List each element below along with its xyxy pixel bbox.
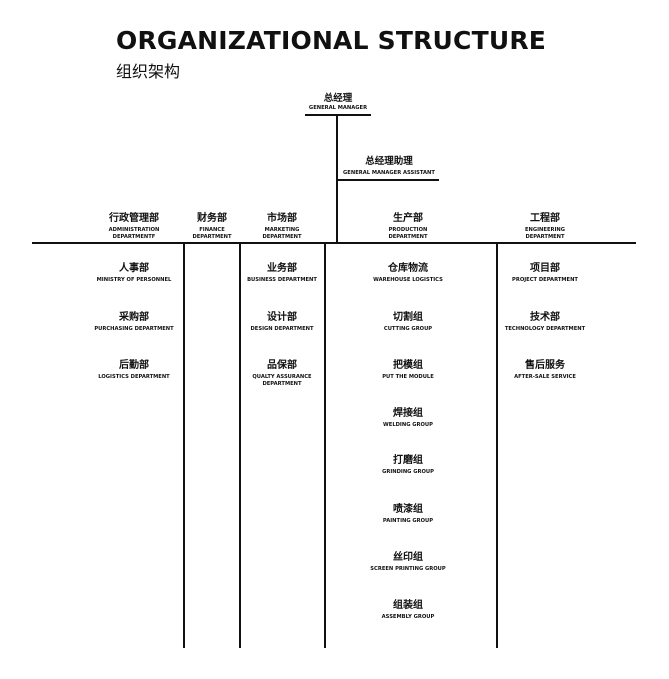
unit-cn: 喷漆组 xyxy=(392,504,423,515)
unit-purchasing: 采购部 PURCHASING DEPARTMENT xyxy=(94,312,173,333)
unit-cn: 打磨组 xyxy=(393,455,423,466)
unit-module: 把模组 PUT THE MODULE xyxy=(382,360,434,381)
general-manager-cn: 总经理 xyxy=(323,93,353,104)
general-manager: 总经理 GENERAL MANAGER xyxy=(309,93,367,112)
unit-logistics: 后勤部 LOGISTICS DEPARTMENT xyxy=(98,360,169,381)
unit-cn: 人事部 xyxy=(118,263,149,274)
unit-cn: 采购部 xyxy=(118,312,149,323)
unit-en: AFTER-SALE SERVICE xyxy=(514,374,576,380)
unit-en: LOGISTICS DEPARTMENT xyxy=(98,374,170,380)
unit-cn: 把模组 xyxy=(393,360,423,371)
unit-en: CUTTING GROUP xyxy=(383,326,433,332)
dept-cn: 生产部 xyxy=(392,213,423,224)
page-subtitle: 组织架构 xyxy=(116,62,181,81)
unit-en: BUSINESS DEPARTMENT xyxy=(247,277,317,283)
unit-cn: 仓库物流 xyxy=(388,263,428,274)
assistant-underline xyxy=(337,179,439,181)
department-bar xyxy=(32,242,636,244)
unit-cutting: 切割组 CUTTING GROUP xyxy=(384,312,432,333)
unit-assembly: 组装组 ASSEMBLY GROUP xyxy=(382,600,435,621)
unit-en: TECHNOLOGY DEPARTMENT xyxy=(504,326,586,332)
unit-cn: 设计部 xyxy=(267,312,297,323)
unit-cn: 售后服务 xyxy=(524,360,565,371)
unit-painting: 喷漆组 PAINTING GROUP xyxy=(383,504,433,525)
gm-underline xyxy=(305,114,371,116)
unit-warehouse: 仓库物流 WAREHOUSE LOGISTICS xyxy=(373,263,443,284)
unit-technology: 技术部 TECHNOLOGY DEPARTMENT xyxy=(505,312,585,333)
gm-assistant: 总经理助理 GENERAL MANAGER ASSISTANT xyxy=(343,156,435,177)
unit-cn: 切割组 xyxy=(392,312,423,323)
unit-en: ASSEMBLY GROUP xyxy=(381,614,435,620)
unit-en: DESIGN DEPARTMENT xyxy=(250,326,314,332)
gm-assistant-cn: 总经理助理 xyxy=(365,156,413,167)
general-manager-en: GENERAL MANAGER xyxy=(308,105,368,111)
dept-cn: 市场部 xyxy=(266,213,297,224)
divider-3 xyxy=(324,243,326,648)
unit-en: SCREEN PRINTING GROUP xyxy=(370,566,446,572)
unit-en: PURCHASING DEPARTMENT xyxy=(94,326,174,332)
unit-cn: 丝印组 xyxy=(393,552,423,563)
unit-personnel: 人事部 MINISTRY OF PERSONNEL xyxy=(97,263,172,284)
gm-assistant-en: GENERAL MANAGER ASSISTANT xyxy=(343,170,435,176)
dept-cn: 财务部 xyxy=(196,213,227,224)
unit-grinding: 打磨组 GRINDING GROUP xyxy=(382,455,434,476)
dept-cn: 工程部 xyxy=(530,213,560,224)
trunk-line xyxy=(336,115,338,243)
unit-cn: 后勤部 xyxy=(118,360,149,371)
dept-cn: 行政管理部 xyxy=(108,213,159,224)
unit-welding: 焊接组 WELDING GROUP xyxy=(383,408,433,429)
unit-cn: 品保部 xyxy=(266,360,297,371)
unit-screen-printing: 丝印组 SCREEN PRINTING GROUP xyxy=(370,552,445,573)
divider-4 xyxy=(496,243,498,648)
unit-en: GRINDING GROUP xyxy=(382,469,434,475)
unit-en: WELDING GROUP xyxy=(383,422,433,428)
unit-cn: 项目部 xyxy=(530,263,560,274)
divider-2 xyxy=(239,243,241,648)
unit-business: 业务部 BUSINESS DEPARTMENT xyxy=(247,263,317,284)
divider-1 xyxy=(183,243,185,648)
unit-cn: 焊接组 xyxy=(392,408,423,419)
unit-project: 项目部 PROJECT DEPARTMENT xyxy=(512,263,578,284)
unit-en: MINISTRY OF PERSONNEL xyxy=(96,277,172,283)
unit-design: 设计部 DESIGN DEPARTMENT xyxy=(251,312,314,333)
unit-cn: 组装组 xyxy=(393,600,423,611)
unit-en: PROJECT DEPARTMENT xyxy=(512,277,578,283)
page-title: ORGANIZATIONAL STRUCTURE xyxy=(116,26,547,55)
unit-en: PUT THE MODULE xyxy=(382,374,434,380)
unit-cn: 技术部 xyxy=(529,312,560,323)
unit-cn: 业务部 xyxy=(267,263,297,274)
unit-after-sale: 售后服务 AFTER-SALE SERVICE xyxy=(514,360,576,381)
unit-en: WAREHOUSE LOGISTICS xyxy=(373,277,443,283)
unit-en: PAINTING GROUP xyxy=(382,518,434,524)
